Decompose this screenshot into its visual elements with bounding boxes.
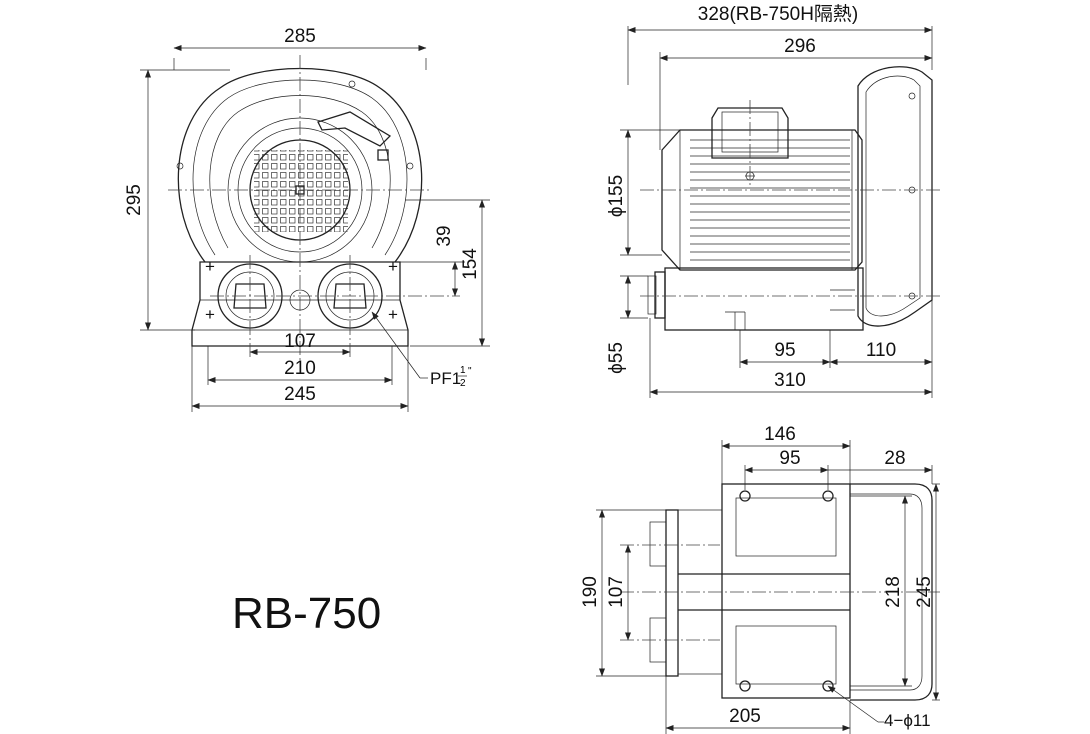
svg-text:+: + bbox=[205, 257, 215, 276]
svg-text:+: + bbox=[388, 257, 398, 276]
dim-218: 218 bbox=[883, 576, 904, 608]
hole-label: 4−ϕ11 bbox=[884, 711, 931, 730]
dim-95-side: 95 bbox=[774, 340, 795, 361]
svg-text:+: + bbox=[205, 305, 215, 324]
dim-285: 285 bbox=[284, 26, 316, 47]
dim-245-bottom: 245 bbox=[914, 576, 935, 608]
dim-107-bottom: 107 bbox=[606, 576, 627, 608]
port-frac-num: 1 bbox=[460, 365, 466, 376]
dim-205: 205 bbox=[729, 706, 761, 727]
dim-95-bottom: 95 bbox=[779, 448, 800, 469]
port-frac-mark: " bbox=[468, 366, 472, 377]
dim-phi55: ϕ55 bbox=[606, 342, 627, 374]
front-view: + + + + 285 295 39 154 107 2 bbox=[124, 26, 490, 412]
bottom-view: 146 95 28 190 107 218 245 205 bbox=[580, 424, 940, 734]
dim-39: 39 bbox=[434, 225, 455, 246]
dim-245: 245 bbox=[284, 384, 316, 405]
port-frac-den: 2 bbox=[460, 378, 466, 389]
port-thread-label: PF1 bbox=[430, 369, 461, 388]
dim-210: 210 bbox=[284, 358, 316, 379]
dim-310: 310 bbox=[774, 370, 806, 391]
dim-190: 190 bbox=[580, 576, 601, 608]
dim-296: 296 bbox=[784, 36, 816, 57]
dim-295: 295 bbox=[124, 184, 145, 216]
dim-110: 110 bbox=[866, 340, 896, 361]
side-view: 328(RB-750H隔熱) 296 ϕ155 ϕ55 95 110 310 bbox=[606, 3, 940, 398]
dim-107: 107 bbox=[284, 331, 316, 352]
svg-text:+: + bbox=[388, 305, 398, 324]
dim-28: 28 bbox=[884, 448, 905, 469]
model-title: RB-750 bbox=[232, 589, 381, 638]
dim-154: 154 bbox=[460, 248, 481, 280]
dim-phi155: ϕ155 bbox=[606, 175, 627, 217]
dim-328: 328(RB-750H隔熱) bbox=[698, 3, 859, 25]
dim-146: 146 bbox=[764, 424, 796, 445]
